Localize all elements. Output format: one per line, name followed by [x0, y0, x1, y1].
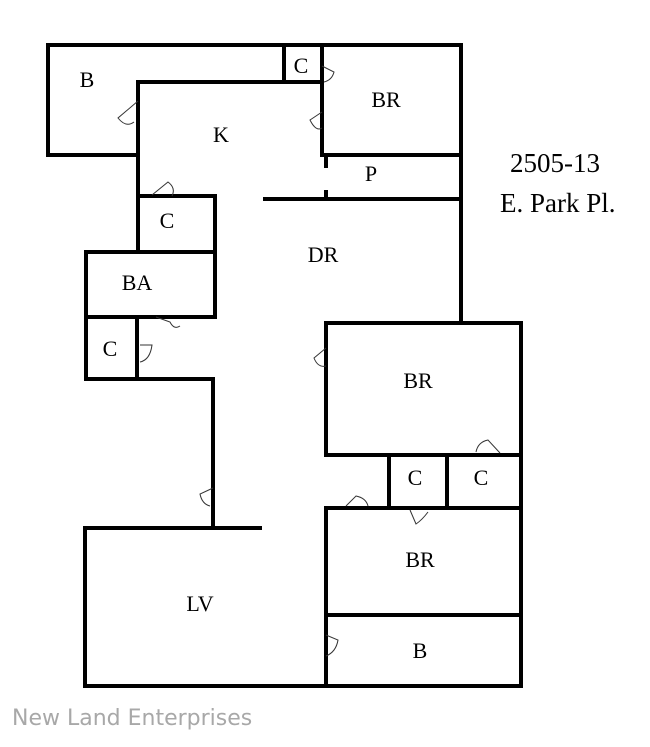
address-line-2: E. Park Pl. [500, 188, 616, 218]
door-swing-bedroom-lower [345, 495, 369, 507]
door-swing-bath-bottom [325, 634, 339, 657]
room-label-closet-left-upper: C [160, 208, 175, 233]
room-label-closet-right-a: C [408, 465, 423, 490]
room-label-closet-top: C [294, 53, 309, 78]
door-swing-closet-left-upper [151, 181, 174, 197]
watermark-text: New Land Enterprises [12, 706, 253, 731]
room-label-bedroom-top: BR [371, 87, 401, 112]
room-label-bedroom-lower: BR [405, 547, 435, 572]
room-label-living: LV [186, 591, 213, 616]
address-line-1: 2505-13 [510, 148, 600, 178]
door-swing-living [199, 487, 214, 507]
door-swings [117, 65, 501, 657]
room-label-bedroom-middle: BR [403, 368, 433, 393]
room-label-dining: DR [308, 242, 339, 267]
room-label-bathroom: BA [122, 270, 153, 295]
room-label-kitchen: K [213, 122, 229, 147]
door-swing-bath-top [117, 100, 139, 125]
door-swing-closet-top [321, 65, 335, 83]
door-swing-bedroom-middle [313, 347, 327, 367]
room-label-bath-top: B [80, 67, 95, 92]
door-swing-bedroom-top [309, 111, 323, 130]
room-labels: B C BR K P C DR BA C BR C C BR LV B [80, 53, 489, 663]
door-swing-closet-left-lower [139, 344, 153, 363]
room-label-closet-right-b: C [474, 465, 489, 490]
room-label-bath-bottom: B [413, 638, 428, 663]
walls [46, 43, 523, 688]
door-swing-bathroom [155, 316, 181, 328]
room-label-closet-left-lower: C [103, 336, 118, 361]
door-swing-closet-right-b [475, 439, 501, 454]
room-label-pantry: P [365, 161, 377, 186]
door-swing-closet-right-a [409, 509, 429, 525]
